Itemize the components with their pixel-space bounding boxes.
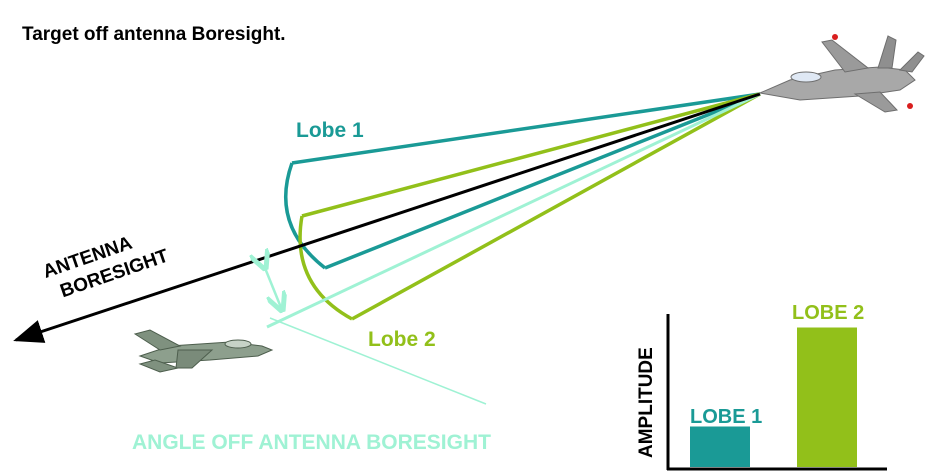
page-title: Target off antenna Boresight. (22, 24, 286, 46)
own-aircraft-icon (760, 34, 924, 112)
amplitude-bar-2 (797, 328, 857, 468)
lobe-1-label: Lobe 1 (296, 119, 364, 143)
angle-off-boresight-label: ANGLE OFF ANTENNA BORESIGHT (132, 431, 491, 455)
bar-label-lobe-2: LOBE 2 (792, 302, 864, 325)
lobe-2-label: Lobe 2 (368, 328, 436, 352)
boresight-arrow (16, 94, 760, 340)
amplitude-axis-label: AMPLITUDE (636, 347, 658, 458)
bar-label-lobe-1: LOBE 1 (690, 406, 762, 429)
amplitude-bar-1 (690, 427, 750, 468)
amplitude-bars (690, 328, 857, 468)
target-aircraft-icon (135, 330, 272, 372)
